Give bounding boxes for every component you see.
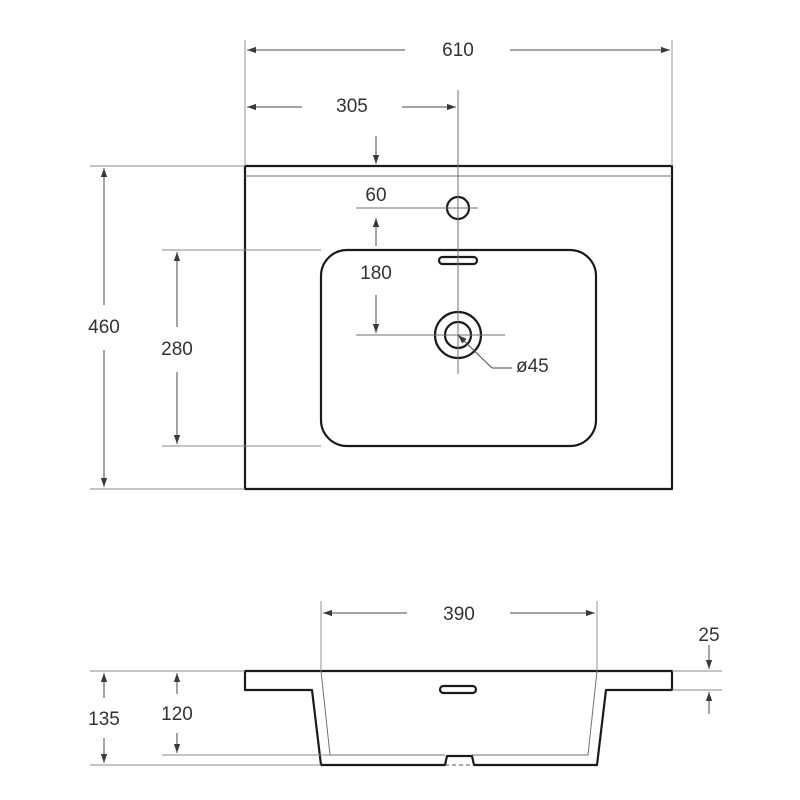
dim-label-135: 135 bbox=[88, 709, 120, 730]
dim-half-width: 305 bbox=[247, 96, 456, 117]
dim-bowl-width: 390 bbox=[320, 601, 598, 671]
dim-label-390: 390 bbox=[443, 604, 475, 625]
dim-label-305: 305 bbox=[336, 96, 368, 117]
dim-label-460: 460 bbox=[88, 317, 120, 338]
dim-label-25: 25 bbox=[698, 625, 719, 646]
dim-overflow-offset: 60 bbox=[356, 136, 478, 246]
dim-overall-height: 135 bbox=[88, 670, 321, 766]
dim-overall-width: 610 bbox=[244, 40, 673, 166]
overflow-slot-section bbox=[438, 684, 478, 695]
dim-label-180: 180 bbox=[360, 263, 392, 284]
section-inner-wall bbox=[320, 670, 598, 756]
dim-label-60: 60 bbox=[365, 185, 386, 206]
dim-label-610: 610 bbox=[442, 40, 474, 61]
top-view bbox=[243, 90, 674, 491]
dim-bowl-depth: 280 bbox=[161, 249, 321, 447]
dim-rim-thickness: 25 bbox=[672, 625, 722, 714]
dim-label-120: 120 bbox=[161, 704, 193, 725]
dim-bowl-height: 120 bbox=[161, 673, 330, 756]
dim-bowl-to-drain: 180 bbox=[360, 263, 392, 333]
dim-label-280: 280 bbox=[161, 339, 193, 360]
dim-label-diameter-45: ø45 bbox=[516, 356, 549, 377]
dim-depth: 460 bbox=[88, 165, 245, 490]
front-view bbox=[243, 669, 674, 767]
dim-drain-diameter: ø45 bbox=[457, 334, 549, 377]
